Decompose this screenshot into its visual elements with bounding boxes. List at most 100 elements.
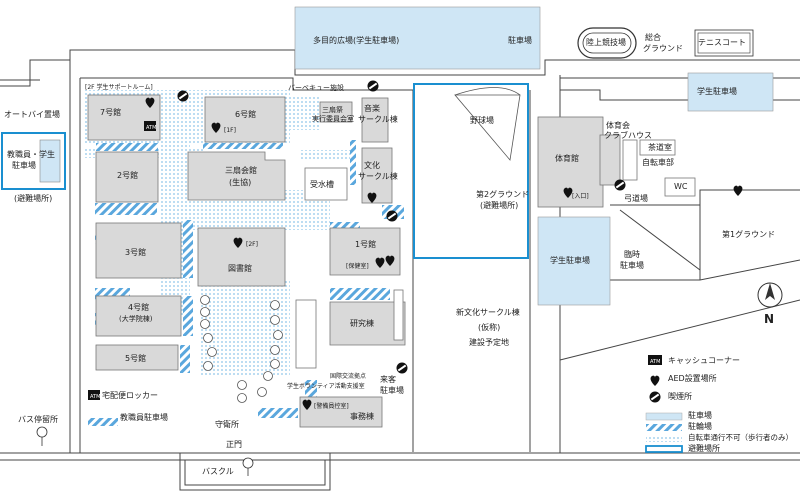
new-circle-label-2: (仮称)	[478, 323, 501, 332]
gym-label: 体育館	[555, 154, 579, 163]
clubhouse-label-2: クラブハウス	[604, 131, 652, 140]
building-3-label: 3号館	[125, 248, 147, 257]
floor-2f-label: [2F]	[246, 241, 258, 248]
staff-parking-label: 教職員駐車場	[120, 413, 168, 422]
student-parking-mid	[537, 216, 611, 306]
building-culture	[361, 147, 393, 204]
building-2	[95, 151, 159, 203]
new-circle-label-1: 新文化サークル棟	[456, 308, 520, 317]
building-tea	[639, 139, 676, 156]
legend-symbols	[645, 355, 683, 453]
general-ground-label-2: グラウンド	[643, 44, 683, 53]
volunteer-label: 学生ボランティア活動支援室	[287, 383, 365, 390]
building-4	[95, 295, 182, 337]
north-label: N	[764, 312, 775, 326]
office-label: 事務棟	[350, 412, 374, 421]
atm-icons	[88, 121, 156, 400]
building-research	[329, 301, 406, 346]
building-4-label: 4号館	[128, 303, 150, 312]
bus-stop-icon	[36, 426, 254, 476]
tennis-court	[694, 29, 754, 57]
new-circle-label-3: 建設予定地	[469, 338, 509, 347]
archery-label: 弓道場	[624, 194, 648, 203]
plaza-parking-area	[294, 6, 541, 70]
bus-circle-area	[179, 453, 331, 491]
baseball-label: 野球場	[470, 116, 494, 125]
legend-cash: キャッシュコーナー	[668, 356, 740, 365]
floor-1f-label: [1F]	[224, 127, 236, 134]
library-label: 図書館	[228, 264, 252, 273]
clubhouse-label-1: 体育会	[606, 121, 630, 130]
guard-label: 守衛所	[215, 420, 239, 429]
student-parking-top-label: 学生駐車場	[697, 87, 737, 96]
legend-aed: AED設置場所	[668, 374, 717, 383]
atm-label-2: ATM	[90, 394, 101, 400]
legend-evacuation: 避難場所	[688, 444, 720, 453]
building-5-label: 5号館	[125, 354, 147, 363]
legend-smoking: 喫煙所	[668, 392, 692, 401]
building-3	[95, 222, 182, 279]
building-7-label: 7号館	[100, 108, 122, 117]
wc-label: WC	[674, 182, 688, 191]
north-arrow-icon	[757, 282, 783, 308]
building-6-label: 6号館	[235, 110, 257, 119]
temp-parking-label-2: 駐車場	[620, 261, 644, 270]
support-room-label: [2F 学生サポートルーム]	[85, 84, 153, 91]
research-label: 研究棟	[350, 319, 374, 328]
health-room-label: [保健室]	[346, 263, 369, 270]
festival-label-2: 実行委員会室	[312, 115, 354, 123]
intl-building	[295, 299, 317, 369]
building-2-label: 2号館	[117, 171, 139, 180]
legend-bicycle: 駐輪場	[688, 422, 712, 431]
evacuation-left-label: (避難場所)	[14, 194, 53, 203]
ground1-label: 第1グラウンド	[722, 230, 776, 239]
legend-parking: 駐車場	[688, 411, 712, 420]
student-parking-mid-label: 学生駐車場	[550, 256, 590, 265]
building-6	[204, 96, 286, 143]
building-festival	[319, 101, 353, 123]
guest-parking-label-1: 来客	[380, 375, 396, 384]
bus-stop-label: バス停留所	[18, 415, 58, 424]
road-lines	[0, 49, 800, 461]
athletics-label: 陸上競技場	[586, 38, 626, 47]
culture-label-1: 文化	[364, 161, 380, 170]
entrance-label: [入口]	[572, 193, 589, 200]
tea-label: 茶道室	[648, 143, 672, 152]
building-4-sub-label: (大学院棟)	[119, 315, 153, 323]
ground2-label-2: (避難場所)	[480, 201, 519, 210]
staff-student-parking-label-2: 駐車場	[12, 161, 36, 170]
legend-no-bicycle: 自転車通行不可（歩行者のみ）	[688, 433, 793, 442]
music-label-2: サークル棟	[358, 115, 398, 124]
atm-label: ATM	[146, 125, 157, 131]
ground2-label-1: 第2グラウンド	[476, 190, 530, 199]
festival-label-1: 三扇祭	[322, 106, 343, 114]
building-clubhouse	[599, 134, 621, 186]
plaza-label: 多目的広場(学生駐車場)	[313, 36, 400, 45]
mitsuzuka-sub-label: (生協)	[229, 178, 252, 187]
culture-label-2: サークル棟	[358, 172, 398, 181]
water-tank	[304, 167, 348, 201]
bus-circle-label: バスクル	[202, 467, 234, 476]
building-1-label: 1号館	[355, 240, 377, 249]
building-mitsuzuka	[187, 151, 286, 201]
music-label-1: 音楽	[364, 104, 380, 113]
mitsuzuka-label: 三扇会館	[225, 166, 257, 175]
water-tank-label: 受水槽	[310, 180, 334, 189]
staff-student-parking-label-1: 教職員・学生	[7, 150, 55, 159]
student-parking-top	[687, 72, 774, 112]
building-library	[197, 227, 286, 287]
tennis-label: テニスコート	[698, 38, 746, 47]
bicycle-shed-label: 自転車部	[642, 158, 674, 167]
building-wc	[664, 177, 696, 197]
bike-parking-label: オートバイ置場	[4, 110, 60, 119]
building-office	[299, 396, 383, 428]
plaza-parking-label: 駐車場	[508, 36, 532, 45]
legend-atm-label: ATM	[650, 359, 661, 365]
general-ground-label-1: 総合	[645, 33, 661, 42]
main-gate-label: 正門	[226, 440, 242, 449]
delivery-locker-label: 宅配便ロッカー	[102, 391, 158, 400]
guest-parking-label-2: 駐車場	[380, 386, 404, 395]
security-room-label: [警備員控室]	[314, 403, 349, 410]
